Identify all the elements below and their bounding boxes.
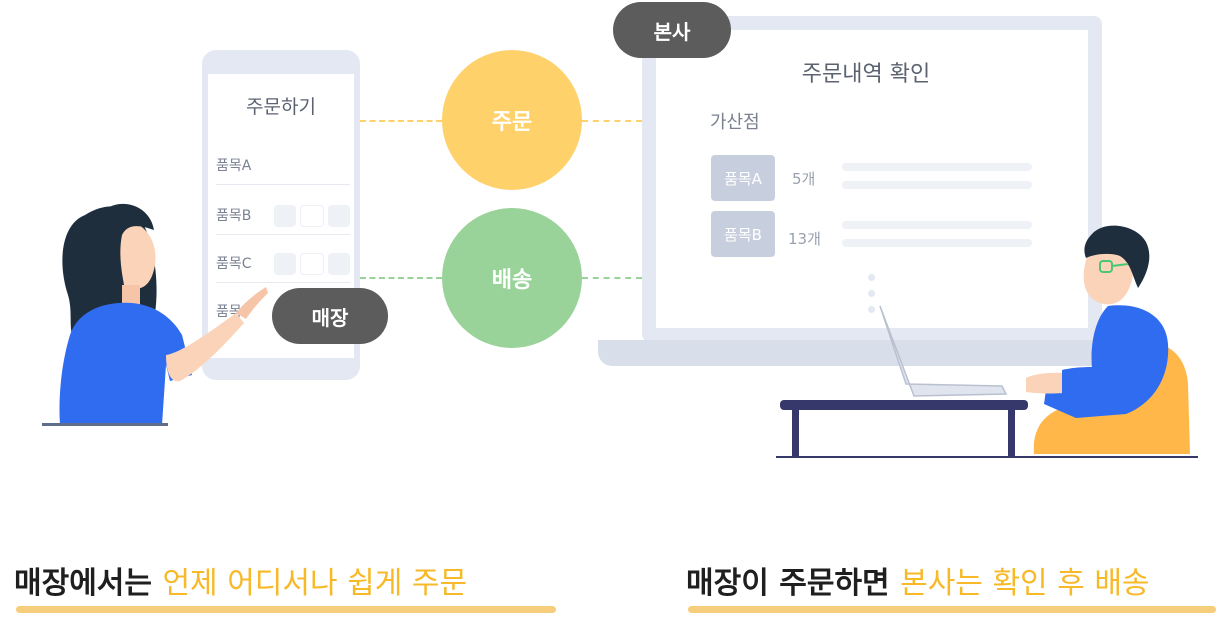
woman-illustration [42, 203, 268, 426]
caption-left-bold: 매장에서는 [14, 566, 152, 601]
caption-left-underline [16, 606, 556, 613]
quantity-minus-box[interactable] [274, 205, 296, 227]
placeholder-line [842, 221, 1032, 229]
man-at-desk-illustration [776, 225, 1198, 458]
placeholder-line [842, 163, 1032, 171]
phone-item-a[interactable]: 품목A [216, 148, 350, 185]
order-item-qty: 5개 [792, 170, 816, 188]
scroll-dot [868, 306, 875, 313]
store-label: 매장 [311, 305, 349, 330]
order-label: 주문 [491, 110, 533, 135]
caption-right-bold: 매장이 주문하면 [686, 566, 890, 601]
quantity-minus-box[interactable] [274, 253, 296, 275]
phone-item-b[interactable]: 품목B [216, 198, 350, 235]
branch-name: 가산점 [710, 112, 760, 133]
quantity-plus-box[interactable] [328, 253, 350, 275]
caption-right-highlight: 본사는 확인 후 배송 [900, 566, 1150, 601]
caption-left-highlight: 언제 어디서나 쉽게 주문 [162, 566, 468, 601]
phone-title: 주문하기 [246, 96, 316, 118]
order-item-tag: 품목B [711, 211, 775, 257]
ship-label: 배송 [491, 268, 533, 293]
order-connector-left [360, 120, 442, 122]
placeholder-line [842, 239, 1032, 247]
quantity-value-box[interactable] [300, 205, 324, 227]
caption-right-underline [688, 606, 1216, 613]
order-item-tag: 품목A [711, 155, 775, 201]
phone-item-label: 품목B [216, 208, 252, 224]
order-circle: 주문 [442, 50, 582, 190]
ship-circle: 배송 [442, 208, 582, 348]
placeholder-line [842, 181, 1032, 189]
phone-item-label: 품목C [216, 256, 252, 272]
monitor-base [598, 340, 1118, 366]
caption-left: 매장에서는 언제 어디서나 쉽게 주문 [14, 558, 467, 602]
scroll-dot [868, 274, 875, 281]
store-badge: 매장 [272, 288, 388, 344]
order-item-qty: 13개 [788, 230, 821, 248]
monitor-title: 주문내역 확인 [801, 62, 931, 87]
quantity-value-box[interactable] [300, 253, 324, 275]
ship-connector-left [360, 277, 442, 279]
quantity-plus-box[interactable] [328, 205, 350, 227]
phone-item-label: 품목A [216, 158, 252, 174]
caption-right: 매장이 주문하면 본사는 확인 후 배송 [686, 558, 1150, 602]
scroll-dot [868, 290, 875, 297]
order-connector-right [582, 120, 642, 122]
ship-connector-right [582, 277, 642, 279]
phone-item-c[interactable]: 품목C [216, 246, 350, 283]
hq-label: 본사 [653, 19, 691, 44]
hq-badge: 본사 [613, 2, 731, 58]
